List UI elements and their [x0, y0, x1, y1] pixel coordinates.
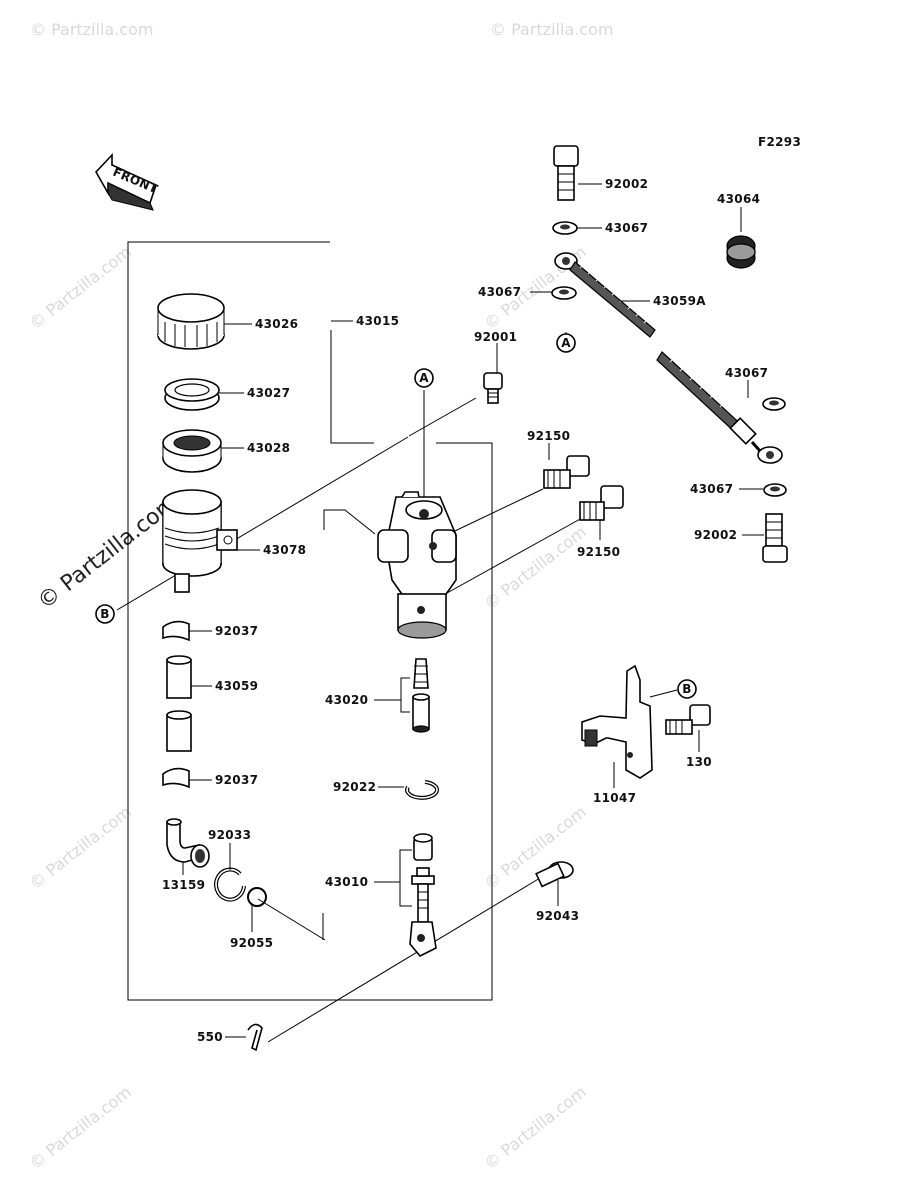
front-arrow-icon: FRONT	[95, 152, 160, 211]
part-number: 92033	[208, 828, 251, 842]
part-number: 43078	[263, 543, 306, 557]
callout-b-label: B	[682, 682, 691, 696]
banjo-bolt-92001	[483, 372, 503, 404]
bracket-11047	[581, 664, 653, 779]
grommet-43064	[726, 235, 756, 269]
watermark: © Partzilla.com	[26, 242, 135, 333]
part-number: 43027	[247, 386, 290, 400]
callout-b-label: B	[100, 607, 109, 621]
part-number: 92001	[474, 330, 517, 344]
hose-clamp-92037-lower	[162, 767, 190, 789]
bolt-92150-lower	[579, 485, 624, 521]
watermark: © Partzilla.com	[26, 802, 135, 893]
part-number: 92055	[230, 936, 273, 950]
diaphragm-plate-43027	[164, 378, 220, 411]
leader-lines	[116, 332, 678, 1043]
snap-ring-92022	[405, 780, 439, 800]
brake-hose-43059a	[554, 252, 783, 464]
reservoir-cap-43026	[157, 293, 225, 350]
watermark: © Partzilla.com	[481, 802, 590, 893]
part-number: 43059	[215, 679, 258, 693]
part-number: 130	[686, 755, 712, 769]
part-number: 92022	[333, 780, 376, 794]
part-number: 43067	[478, 285, 521, 299]
callout-a-label: A	[419, 371, 429, 385]
piston-spring-43020	[412, 658, 430, 733]
bolt-92150-upper	[543, 455, 590, 489]
part-number: 92037	[215, 773, 258, 787]
part-number: 92150	[527, 429, 570, 443]
watermark-main: © Partzilla.com	[33, 491, 182, 615]
figure-code: F2293	[758, 135, 801, 149]
master-cylinder-body	[377, 491, 457, 639]
elbow-fitting-13159	[166, 818, 210, 868]
banjo-bolt-92002-top	[553, 145, 579, 201]
callout-b-bracket: B	[677, 679, 697, 699]
part-number: 43028	[247, 441, 290, 455]
watermark: © Partzilla.com	[481, 1082, 590, 1173]
part-number: 92037	[215, 624, 258, 638]
watermark: © Partzilla.com	[26, 1082, 135, 1173]
o-ring-92055	[247, 887, 267, 907]
part-number: 43067	[605, 221, 648, 235]
part-number: 43067	[690, 482, 733, 496]
callout-a-label: A	[561, 336, 571, 350]
part-number: 550	[197, 1030, 223, 1044]
watermark: © Partzilla.com	[481, 522, 590, 613]
washer-43067-left	[551, 286, 577, 300]
part-number: 92002	[605, 177, 648, 191]
banjo-bolt-92002-lower	[762, 513, 788, 563]
circlip-92033	[214, 867, 246, 902]
pushrod-assembly-43010	[409, 833, 437, 957]
part-number: 43059A	[653, 294, 706, 308]
cotter-pin-550	[247, 1023, 263, 1052]
callout-a-upper: A	[556, 333, 576, 353]
part-number: 43067	[725, 366, 768, 380]
part-number: 43010	[325, 875, 368, 889]
callout-b-reservoir: B	[95, 604, 115, 624]
part-number: 92043	[536, 909, 579, 923]
bolt-130	[665, 704, 711, 735]
part-number: 43064	[717, 192, 760, 206]
clevis-pin-92043	[535, 861, 574, 888]
reservoir-hose-43059	[166, 655, 192, 752]
part-leaders	[182, 183, 764, 1038]
part-labels: 92002 43067 43064 43067 43059A 92001 430…	[162, 177, 768, 1044]
part-number: 43026	[255, 317, 298, 331]
watermark: © Partzilla.com	[30, 20, 153, 39]
part-number: 92150	[577, 545, 620, 559]
hose-clamp-92037-upper	[162, 620, 190, 642]
washer-43067-upper	[552, 221, 578, 235]
watermark: © Partzilla.com	[490, 20, 613, 39]
part-number: 13159	[162, 878, 205, 892]
assembly-frame	[127, 241, 493, 1001]
part-number: 92002	[694, 528, 737, 542]
part-number: 43020	[325, 693, 368, 707]
part-number: 11047	[593, 791, 636, 805]
callout-a-body: A	[414, 368, 434, 388]
washer-43067-right-upper	[762, 397, 786, 411]
washer-43067-right-lower	[763, 483, 787, 497]
part-number: 43015	[356, 314, 399, 328]
reservoir-body-43078	[162, 489, 238, 593]
diaphragm-43028	[162, 429, 222, 473]
